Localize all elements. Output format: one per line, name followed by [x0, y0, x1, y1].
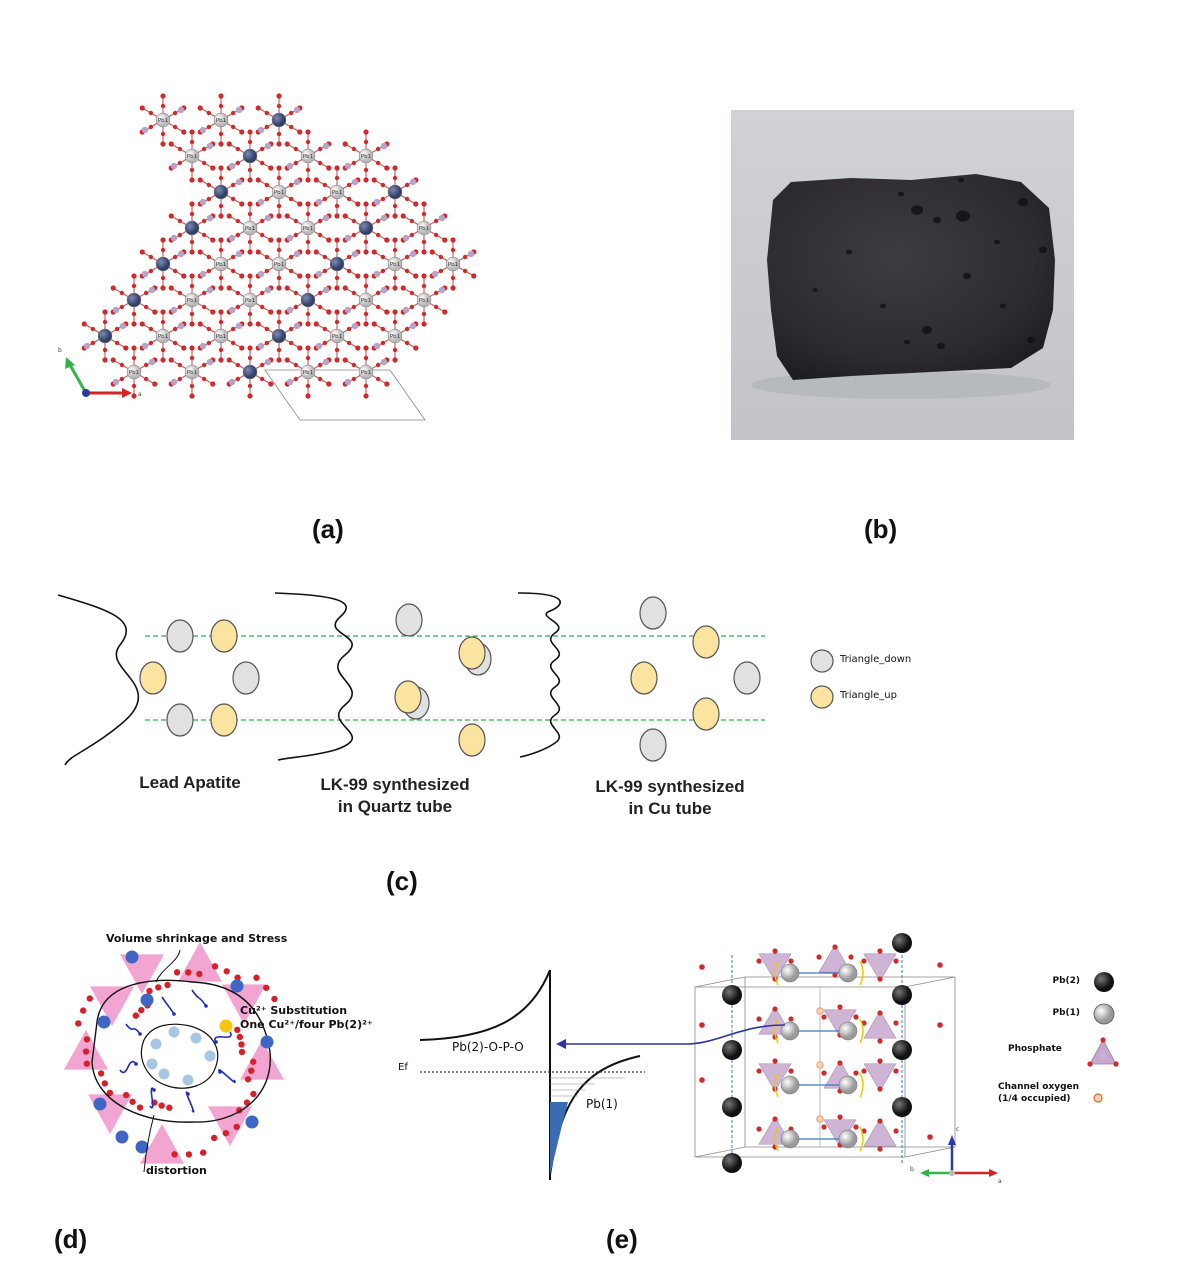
- svg-text:Pb1: Pb1: [332, 334, 342, 340]
- unit-cell-diagram: c a b: [687, 933, 1002, 1185]
- svg-text:Pb1: Pb1: [303, 154, 313, 160]
- svg-text:Pb1: Pb1: [245, 298, 255, 304]
- legend-triangle-up-text: Triangle_up: [840, 690, 897, 701]
- panel-c-label: (c): [386, 866, 418, 896]
- legend-channel-oxygen-text: Channel oxygen: [998, 1082, 1080, 1092]
- triangle-up-marker-icon: [810, 685, 834, 709]
- annotation-cu-substitution: Cu²⁺ Substitution: [240, 1004, 348, 1017]
- svg-text:c: c: [956, 1126, 959, 1133]
- panel-b-photo: [731, 110, 1074, 440]
- pb2-atom-icon: [1094, 972, 1114, 992]
- svg-text:Pb1: Pb1: [419, 226, 429, 232]
- svg-text:Pb1: Pb1: [390, 334, 400, 340]
- svg-text:Pb1: Pb1: [216, 262, 226, 268]
- svg-text:Pb1: Pb1: [187, 370, 197, 376]
- legend-channel-oxygen-occupancy: (1/4 occupied): [998, 1094, 1071, 1104]
- triangle-down-marker-icon: [810, 649, 834, 673]
- svg-text:Pb1: Pb1: [216, 118, 226, 124]
- panel-d-label: (d): [54, 1224, 88, 1254]
- legend-phosphate-text: Phosphate: [1008, 1044, 1062, 1054]
- sample-photo: [731, 110, 1074, 440]
- svg-text:Pb1: Pb1: [361, 370, 371, 376]
- caption-lk99-quartz: LK-99 synthesized in Quartz tube: [320, 775, 470, 816]
- legend-pb1: Pb(1): [1020, 1003, 1120, 1025]
- svg-text:Pb1: Pb1: [419, 298, 429, 304]
- svg-text:Pb1: Pb1: [303, 370, 313, 376]
- panel-b-label: (b): [864, 514, 898, 544]
- svg-text:Pb1: Pb1: [216, 334, 226, 340]
- legend-pb1-text: Pb(1): [1052, 1008, 1080, 1018]
- svg-text:Pb1: Pb1: [129, 370, 139, 376]
- pb1-atom-icon: [1093, 1003, 1115, 1025]
- legend-phosphate: Phosphate: [1000, 1036, 1130, 1070]
- legend-triangle-down: Triangle_down: [810, 649, 940, 673]
- arrow-head-icon: [556, 1039, 566, 1049]
- label-pb2-o-p-o: Pb(2)-O-P-O: [452, 1040, 524, 1054]
- svg-text:Pb1: Pb1: [303, 226, 313, 232]
- phosphate-tetrahedron-icon: [1087, 1037, 1119, 1067]
- legend-pb2-text: Pb(2): [1052, 976, 1080, 986]
- svg-text:Pb1: Pb1: [332, 190, 342, 196]
- channel-oxygen-icon: [1093, 1093, 1103, 1103]
- label-fermi-level: Ef: [398, 1062, 408, 1073]
- label-pb1-band: Pb(1): [586, 1097, 618, 1111]
- occupied-states-fill: [550, 1102, 568, 1175]
- panel-e-unit-cell: c a b: [687, 925, 1010, 1190]
- svg-text:Pb1: Pb1: [187, 154, 197, 160]
- band-structure-sketch: [419, 969, 690, 1180]
- legend-triangle-up: Triangle_up: [810, 685, 940, 709]
- svg-text:b: b: [910, 1166, 914, 1173]
- svg-text:Pb1: Pb1: [158, 118, 168, 124]
- panel-d-distortion: [50, 920, 390, 1190]
- caption-lead-apatite: Lead Apatite: [139, 773, 241, 792]
- svg-text:Pb1: Pb1: [390, 262, 400, 268]
- legend-channel-oxygen: Channel oxygen (1/4 occupied): [996, 1082, 1126, 1112]
- annotation-distortion: distortion: [146, 1164, 207, 1177]
- panel-e-band-diagram: [390, 960, 690, 1185]
- panel-e-label: (e): [606, 1224, 638, 1254]
- svg-text:b: b: [58, 347, 62, 354]
- annotation-volume-shrinkage: Volume shrinkage and Stress: [106, 932, 288, 945]
- svg-text:Pb1: Pb1: [274, 190, 284, 196]
- lk99-sample: [767, 174, 1055, 380]
- annotation-cu-ratio: One Cu²⁺/four Pb(2)²⁺: [240, 1018, 373, 1031]
- legend-pb2: Pb(2): [1020, 972, 1120, 992]
- svg-text:Pb1: Pb1: [361, 298, 371, 304]
- svg-text:Pb1: Pb1: [361, 154, 371, 160]
- svg-text:Pb1: Pb1: [448, 262, 458, 268]
- atom-displacement-diagram: [57, 592, 765, 766]
- svg-text:a: a: [138, 391, 142, 398]
- svg-text:Pb1: Pb1: [187, 298, 197, 304]
- svg-text:Pb1: Pb1: [245, 226, 255, 232]
- panel-a-label: (a): [312, 514, 344, 544]
- distortion-diagram: [64, 942, 284, 1173]
- svg-text:a: a: [998, 1178, 1002, 1185]
- svg-text:Pb1: Pb1: [158, 334, 168, 340]
- svg-text:Pb1: Pb1: [274, 262, 284, 268]
- legend-triangle-down-text: Triangle_down: [840, 654, 912, 665]
- panel-c-diagram: [50, 575, 930, 775]
- caption-lk99-cu: LK-99 synthesized in Cu tube: [595, 777, 745, 818]
